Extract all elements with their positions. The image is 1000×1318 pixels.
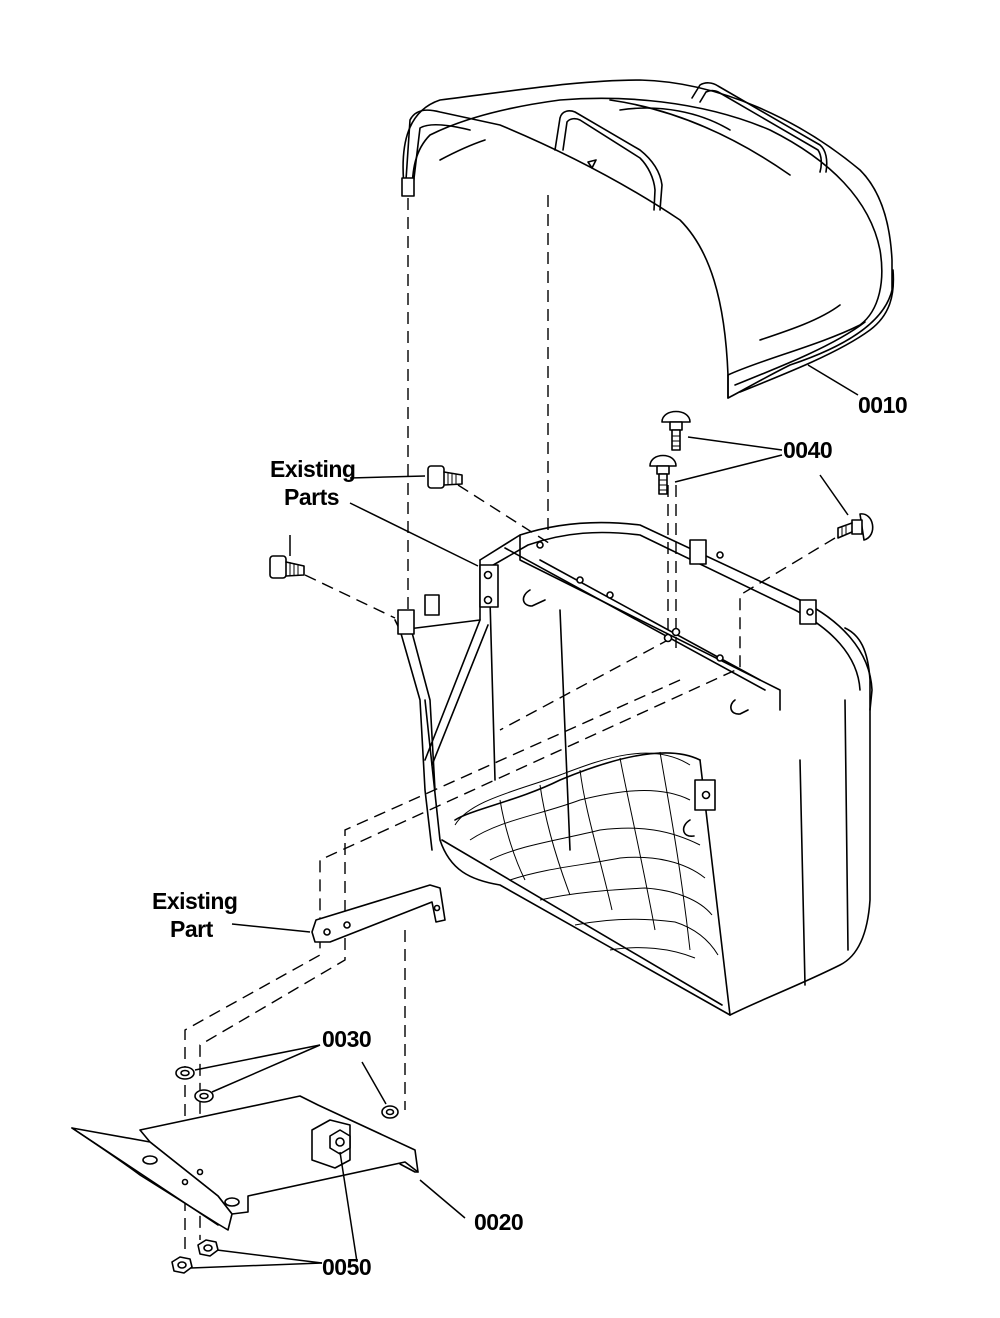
label-existing-part-2: Part bbox=[170, 916, 214, 942]
washer-2 bbox=[194, 1089, 214, 1103]
carriage-bolt-3 bbox=[837, 513, 874, 541]
nuts bbox=[171, 1239, 219, 1274]
label-existing-parts-2: Parts bbox=[284, 484, 339, 510]
carriage-bolt-2 bbox=[649, 454, 677, 495]
existing-bolt-lower bbox=[269, 555, 305, 579]
bag-mesh bbox=[454, 751, 719, 959]
existing-support-bracket bbox=[311, 884, 446, 943]
label-existing-part-1: Existing bbox=[152, 888, 237, 914]
label-0030: 0030 bbox=[322, 1026, 371, 1052]
label-0040: 0040 bbox=[783, 437, 832, 463]
washers bbox=[175, 1066, 399, 1119]
callout-labels: 0010 0040 Existing Parts Existing Part 0… bbox=[152, 392, 908, 1280]
washer-1 bbox=[175, 1066, 195, 1080]
grass-bag-frame bbox=[394, 521, 873, 1016]
assembly-guide-lines bbox=[184, 195, 836, 1252]
washer-3 bbox=[381, 1105, 399, 1119]
deflector-plate bbox=[71, 1095, 419, 1231]
nut-1 bbox=[197, 1239, 219, 1257]
label-existing-parts-1: Existing bbox=[270, 456, 355, 482]
bag-cover bbox=[401, 79, 895, 399]
label-0050: 0050 bbox=[322, 1254, 371, 1280]
existing-bolts bbox=[269, 465, 463, 579]
carriage-bolts bbox=[649, 410, 874, 541]
carriage-bolt-1 bbox=[661, 410, 691, 451]
leader-lines bbox=[190, 364, 859, 1269]
deflector-weld-nut bbox=[329, 1129, 351, 1155]
label-0010: 0010 bbox=[858, 392, 907, 418]
label-0020: 0020 bbox=[474, 1209, 523, 1235]
existing-bolt-upper bbox=[427, 465, 463, 489]
nut-2 bbox=[171, 1256, 193, 1274]
